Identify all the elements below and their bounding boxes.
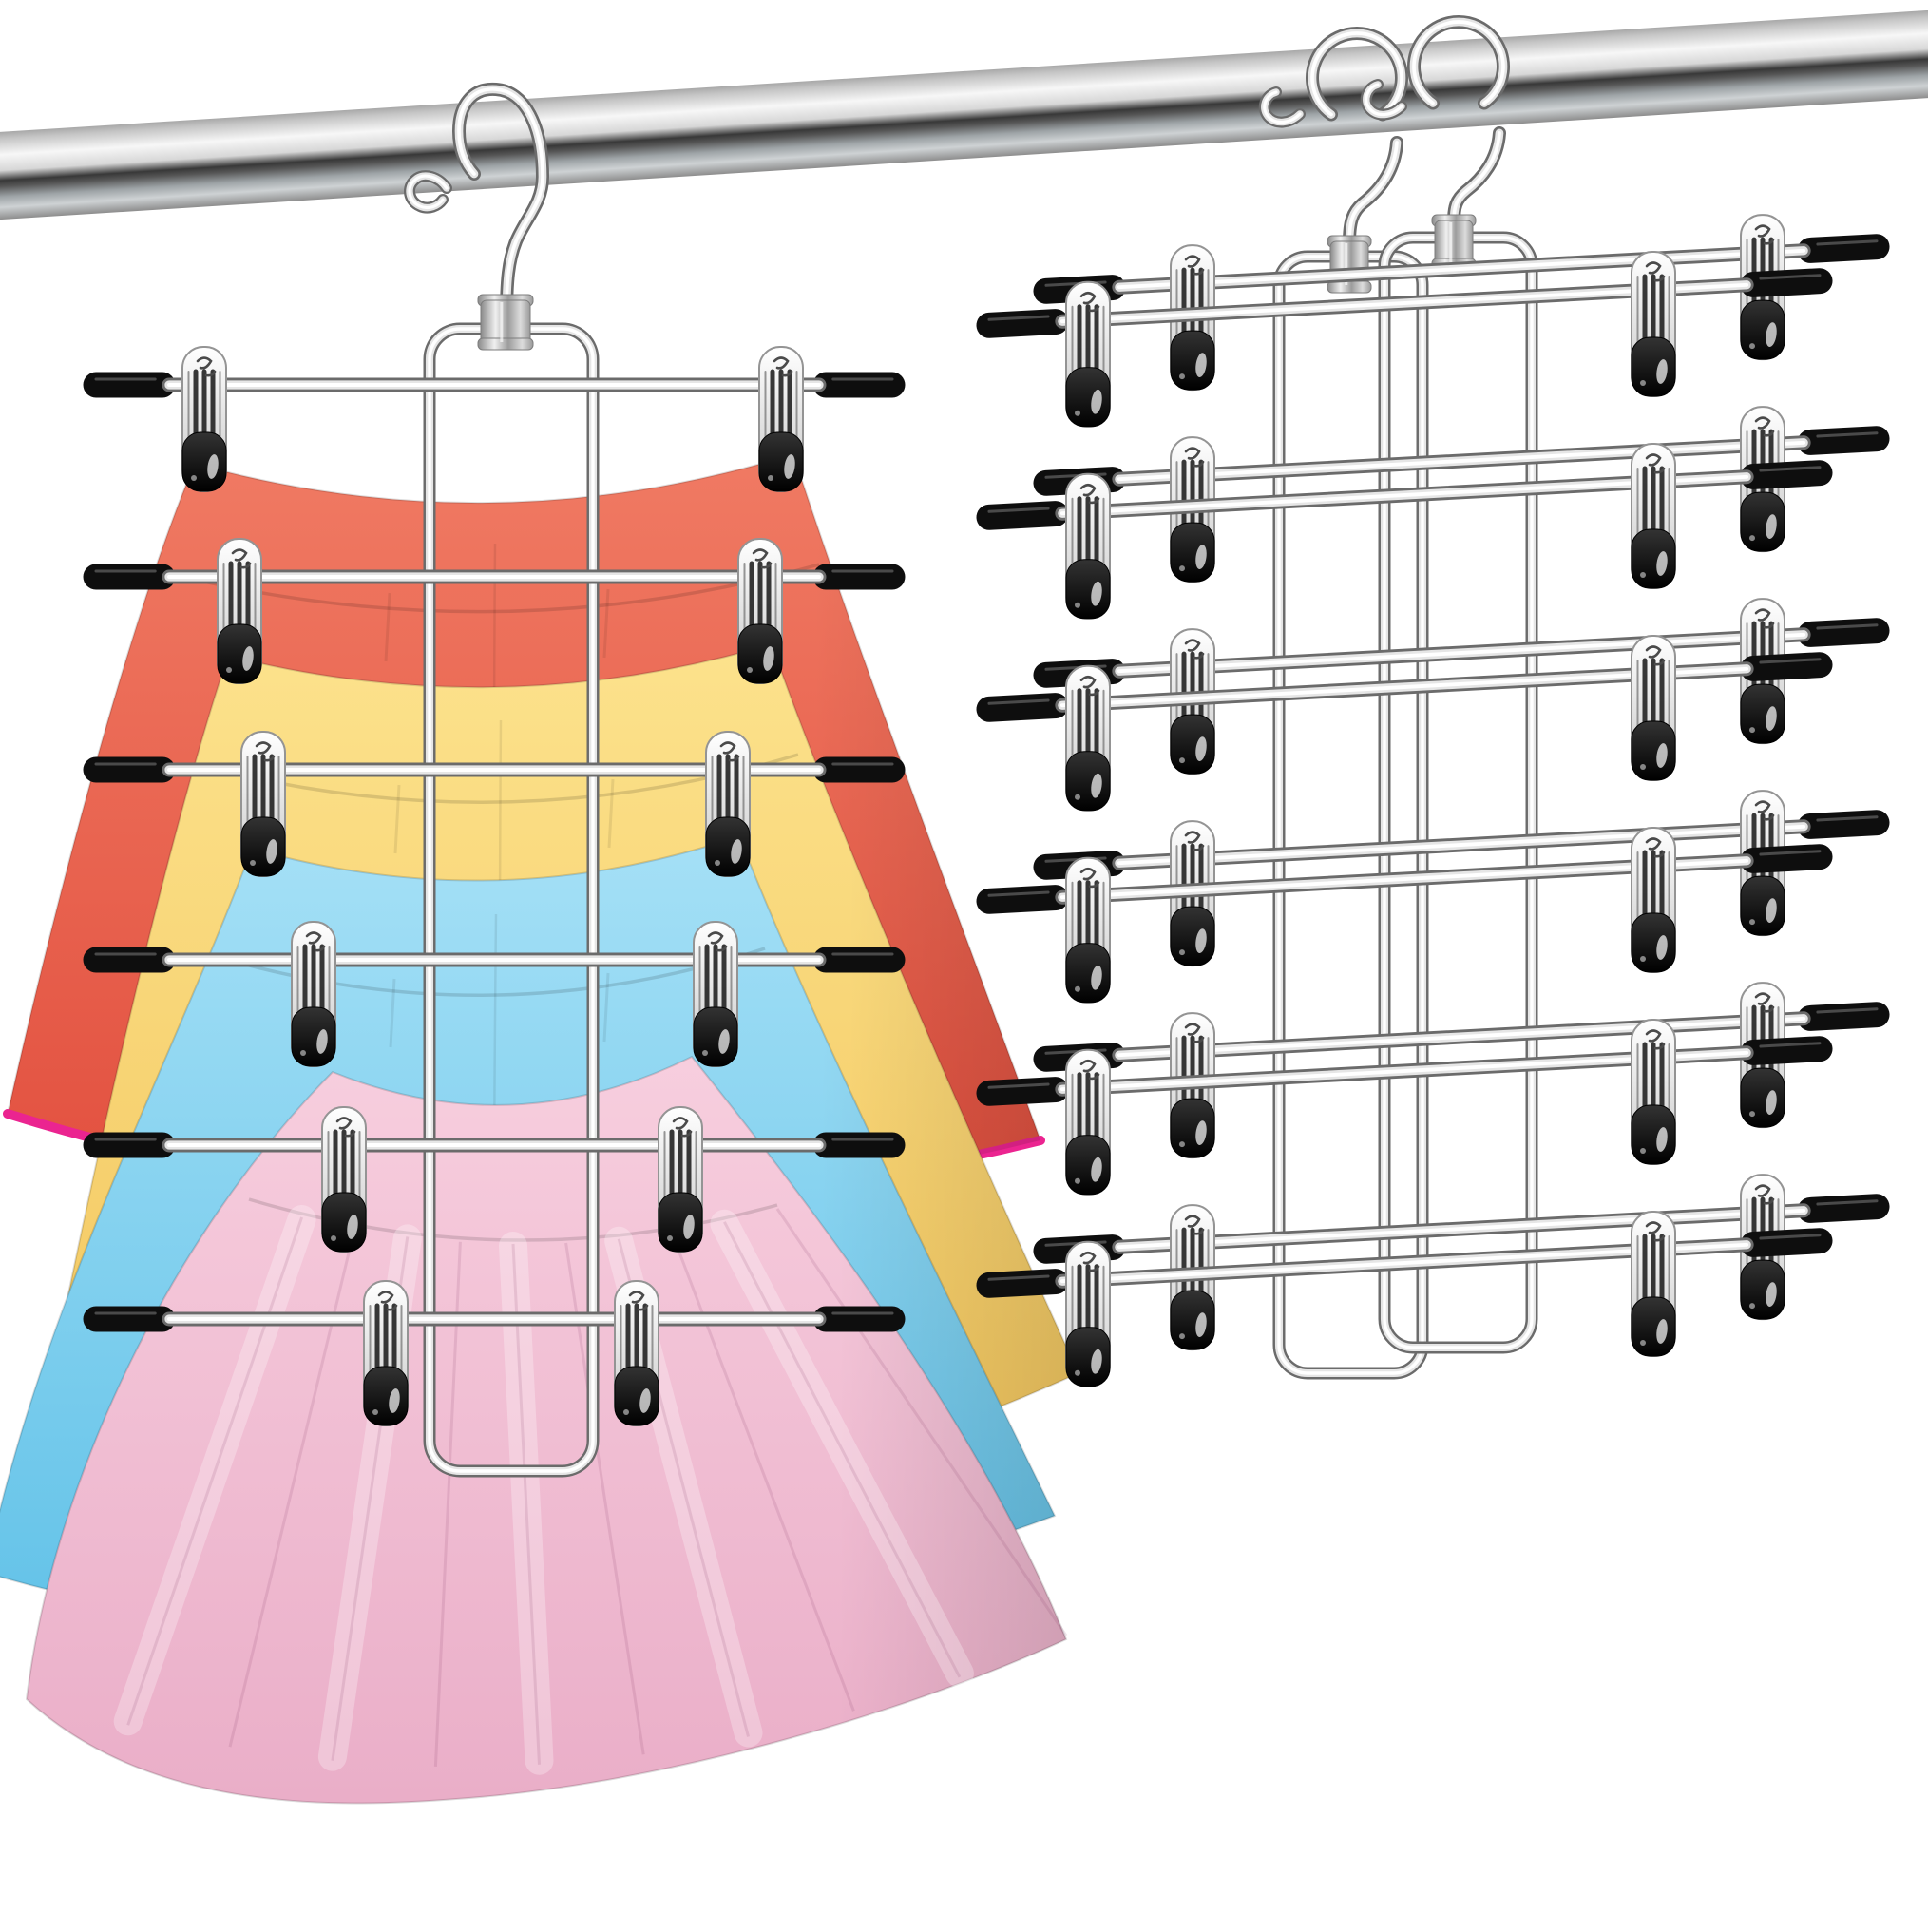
pant-clip xyxy=(693,921,738,1067)
pant-clip xyxy=(1631,443,1676,590)
right-hanger-tier xyxy=(976,214,1890,428)
left-hanger-tier xyxy=(83,921,906,1067)
pant-clip xyxy=(1631,251,1676,398)
pant-clip xyxy=(705,731,751,877)
left-hanger-tier xyxy=(83,346,906,492)
left-hanger-tier xyxy=(83,538,906,684)
pant-clip xyxy=(1631,1211,1676,1358)
pant-clip xyxy=(1065,1048,1111,1196)
pant-clip xyxy=(758,346,804,492)
layered-skirts xyxy=(0,452,1080,1805)
pant-clip xyxy=(363,1280,409,1426)
right-hanger-tier xyxy=(976,406,1890,620)
pant-clip xyxy=(1631,635,1676,782)
right-hanger-hook-2 xyxy=(1360,15,1510,229)
pant-clip xyxy=(658,1106,703,1253)
right-hanger-hook-1 xyxy=(1258,27,1408,250)
left-hanger-tier xyxy=(83,1280,906,1426)
pant-clip xyxy=(240,731,286,877)
pant-clip xyxy=(1065,856,1111,1004)
pant-clip xyxy=(291,921,336,1067)
left-hanger-tier xyxy=(83,731,906,877)
closet-rod xyxy=(0,5,1928,225)
right-hanger-tier xyxy=(976,598,1890,812)
right-hanger-tier xyxy=(976,790,1890,1004)
right-hanger-frame-2 xyxy=(1378,214,1538,1354)
right-multi-tier-hangers xyxy=(976,214,1890,1387)
right-hanger-tier xyxy=(976,982,1890,1196)
pant-clip xyxy=(1065,1240,1111,1387)
left-hanger-tier xyxy=(83,1106,906,1253)
hanger-hooks xyxy=(404,15,1510,324)
left-hanger-hook xyxy=(404,82,550,324)
pant-clip xyxy=(1631,1019,1676,1166)
right-hanger-tier xyxy=(976,1174,1890,1387)
pant-clip xyxy=(737,538,783,684)
pant-clip xyxy=(181,346,227,492)
pant-clip xyxy=(1065,664,1111,812)
left-multi-tier-hanger xyxy=(83,294,906,1478)
pant-clip xyxy=(614,1280,659,1426)
pant-clip xyxy=(1170,820,1215,967)
pant-clip xyxy=(1631,827,1676,974)
pink-pleated-skirt xyxy=(25,1055,1068,1805)
pant-clip xyxy=(321,1106,367,1253)
pant-clip xyxy=(1065,472,1111,620)
right-hanger-frame-1 xyxy=(1272,235,1429,1380)
pant-clip xyxy=(217,538,262,684)
pant-clip xyxy=(1065,280,1111,428)
